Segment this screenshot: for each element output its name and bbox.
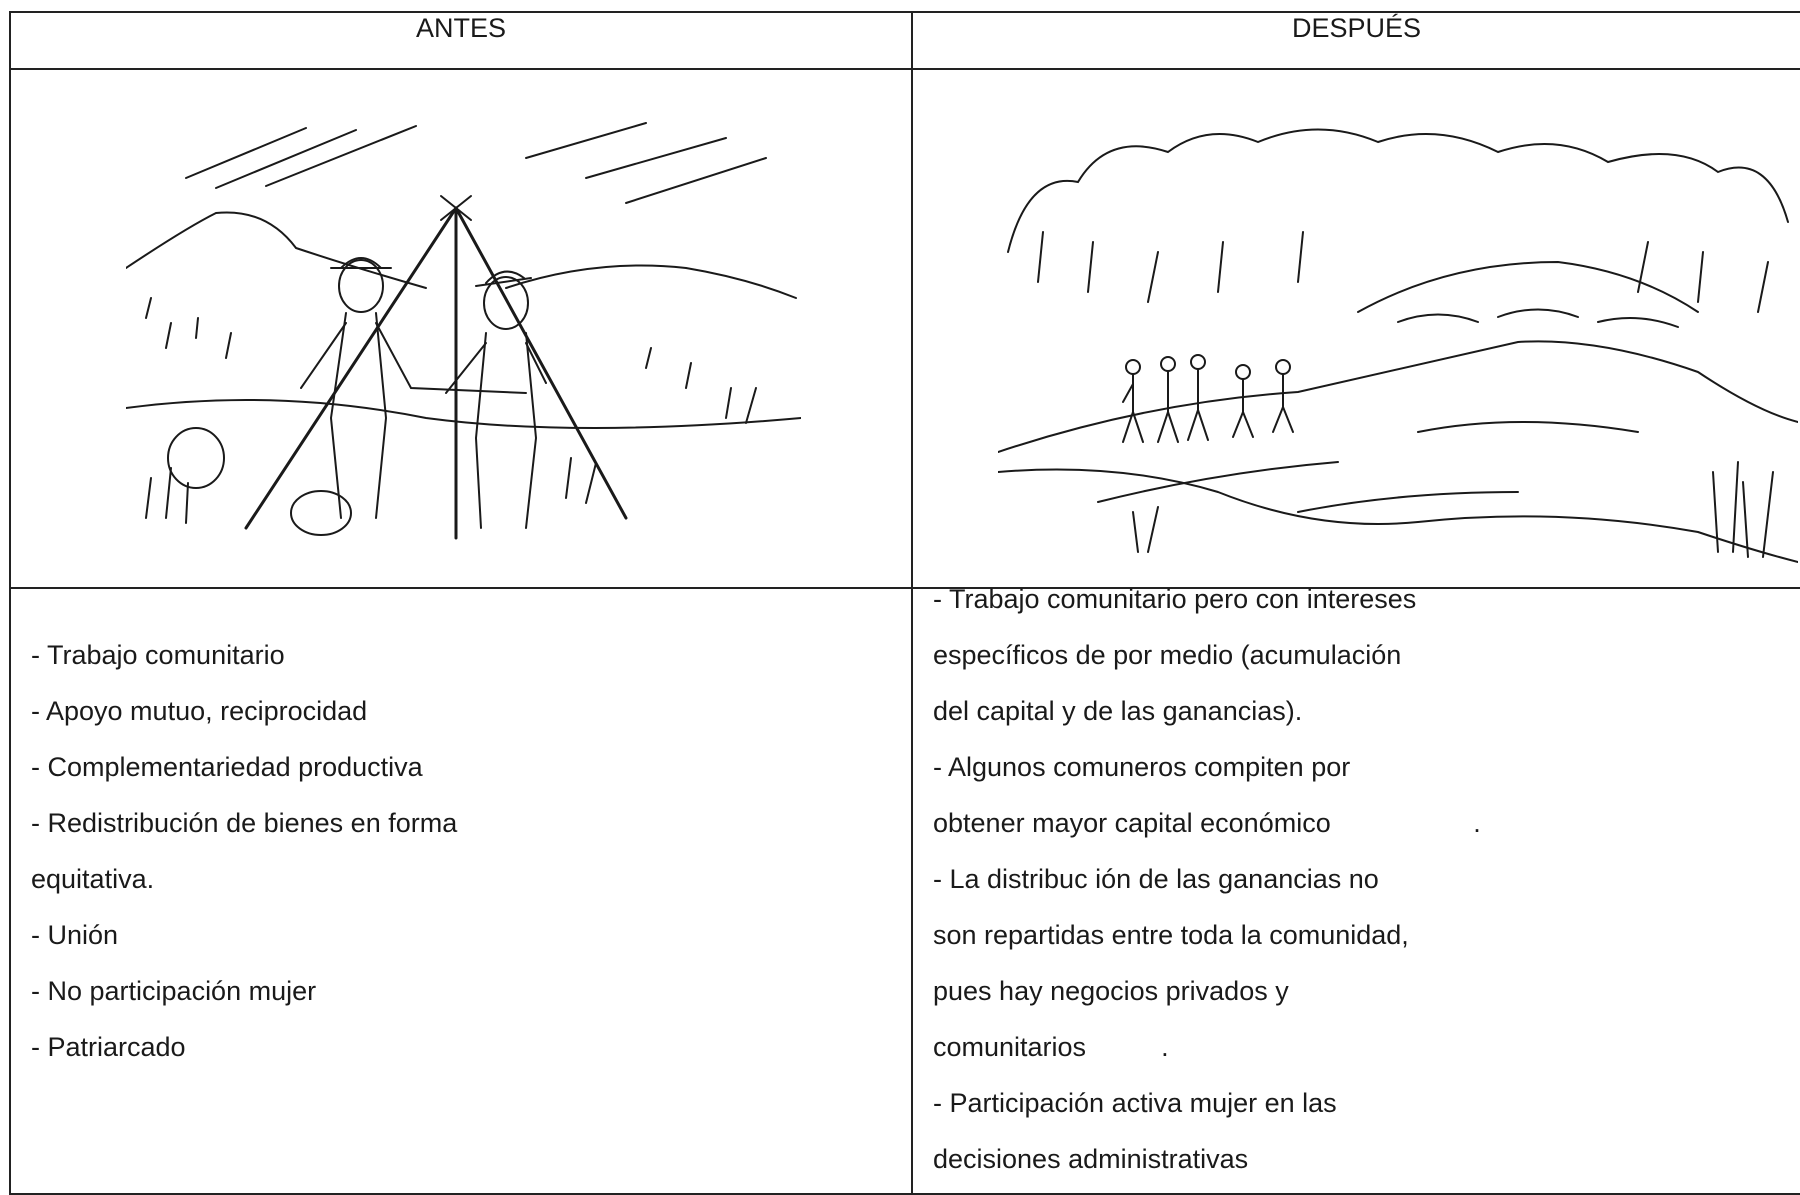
list-item: - Apoyo mutuo, reciprocidad <box>31 696 368 726</box>
list-item: - La distribuc ión de las ganancias no <box>933 864 1379 894</box>
list-item: obtener mayor capital económico . <box>933 808 1481 838</box>
list-item: - Redistribución de bienes en forma <box>31 808 458 838</box>
list-item: específicos de por medio (acumulación <box>933 640 1402 670</box>
list-item: decisiones administrativas <box>933 1144 1249 1174</box>
header-antes: ANTES <box>9 11 913 70</box>
list-item: equitativa. <box>31 864 155 894</box>
after-illustration-cell <box>911 68 1800 589</box>
list-item: - Algunos comuneros compiten por <box>933 752 1351 782</box>
after-list: - Trabajo comunitario pero con intereses… <box>933 571 1481 1187</box>
list-item: - Complementariedad productiva <box>31 752 423 782</box>
list-item: - Trabajo comunitario <box>31 640 285 670</box>
list-item: comunitarios . <box>933 1032 1169 1062</box>
list-item: - No participación mujer <box>31 976 317 1006</box>
header-row: ANTES DESPUÉS <box>9 11 1800 70</box>
list-item: son repartidas entre toda la comunidad, <box>933 920 1409 950</box>
after-sketch-illustration <box>998 128 1798 563</box>
list-item: del capital y de las ganancias). <box>933 696 1303 726</box>
header-despues: DESPUÉS <box>911 11 1800 70</box>
list-item: pues hay negocios privados y <box>933 976 1289 1006</box>
before-illustration-cell <box>9 68 913 589</box>
before-sketch-illustration <box>126 122 801 540</box>
text-row: - Trabajo comunitario - Apoyo mutuo, rec… <box>9 584 1800 1195</box>
list-item: - Unión <box>31 920 119 950</box>
comparison-table: ANTES DESPUÉS <box>9 11 1800 1195</box>
list-item: - Patriarcado <box>31 1032 186 1062</box>
before-list: - Trabajo comunitario - Apoyo mutuo, rec… <box>31 627 457 1075</box>
after-description-cell: - Trabajo comunitario pero con intereses… <box>911 584 1800 1195</box>
before-description-cell: - Trabajo comunitario - Apoyo mutuo, rec… <box>9 587 913 1195</box>
list-item: - Trabajo comunitario pero con intereses <box>933 584 1417 614</box>
list-item: - Participación activa mujer en las <box>933 1088 1337 1118</box>
illustration-row <box>9 68 1800 589</box>
